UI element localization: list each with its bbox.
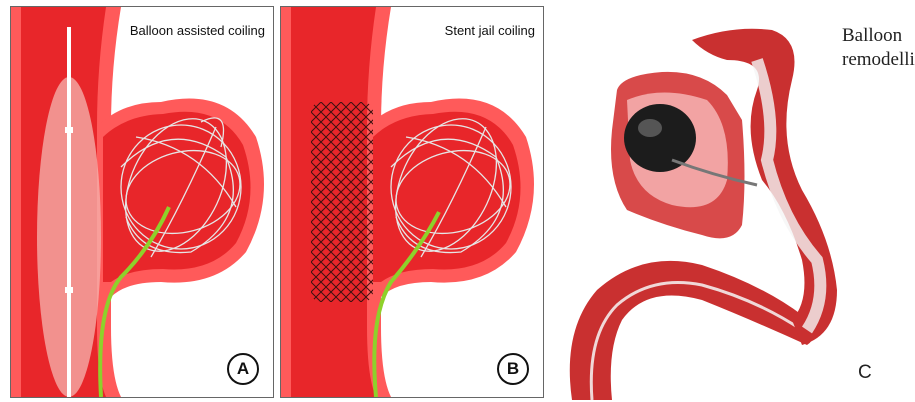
- stent-coiling-illustration: [281, 7, 543, 397]
- panel-a-label: A: [227, 353, 259, 385]
- panel-balloon-remodelling: Balloon remodelling C: [552, 0, 915, 402]
- panel-c-title: Balloon remodelling: [842, 24, 915, 72]
- panel-b-label: B: [497, 353, 529, 385]
- panel-a-title: Balloon assisted coiling: [130, 23, 265, 38]
- stent: [311, 102, 373, 302]
- panel-balloon-assisted-coiling: Balloon assisted coiling A: [10, 6, 274, 398]
- coil-highlight: [638, 119, 662, 137]
- marker: [65, 127, 73, 133]
- marker: [65, 287, 73, 293]
- panel-c-title-line1: Balloon: [842, 24, 915, 48]
- balloon-coiling-illustration: [11, 7, 273, 397]
- coil-mass: [624, 104, 696, 172]
- panel-stent-jail-coiling: Stent jail coiling B: [280, 6, 544, 398]
- panel-c-label: C: [858, 362, 872, 384]
- vessel-lower: [570, 261, 814, 400]
- panel-c-title-line2: remodelling: [842, 48, 915, 72]
- panel-b-title: Stent jail coiling: [445, 23, 535, 38]
